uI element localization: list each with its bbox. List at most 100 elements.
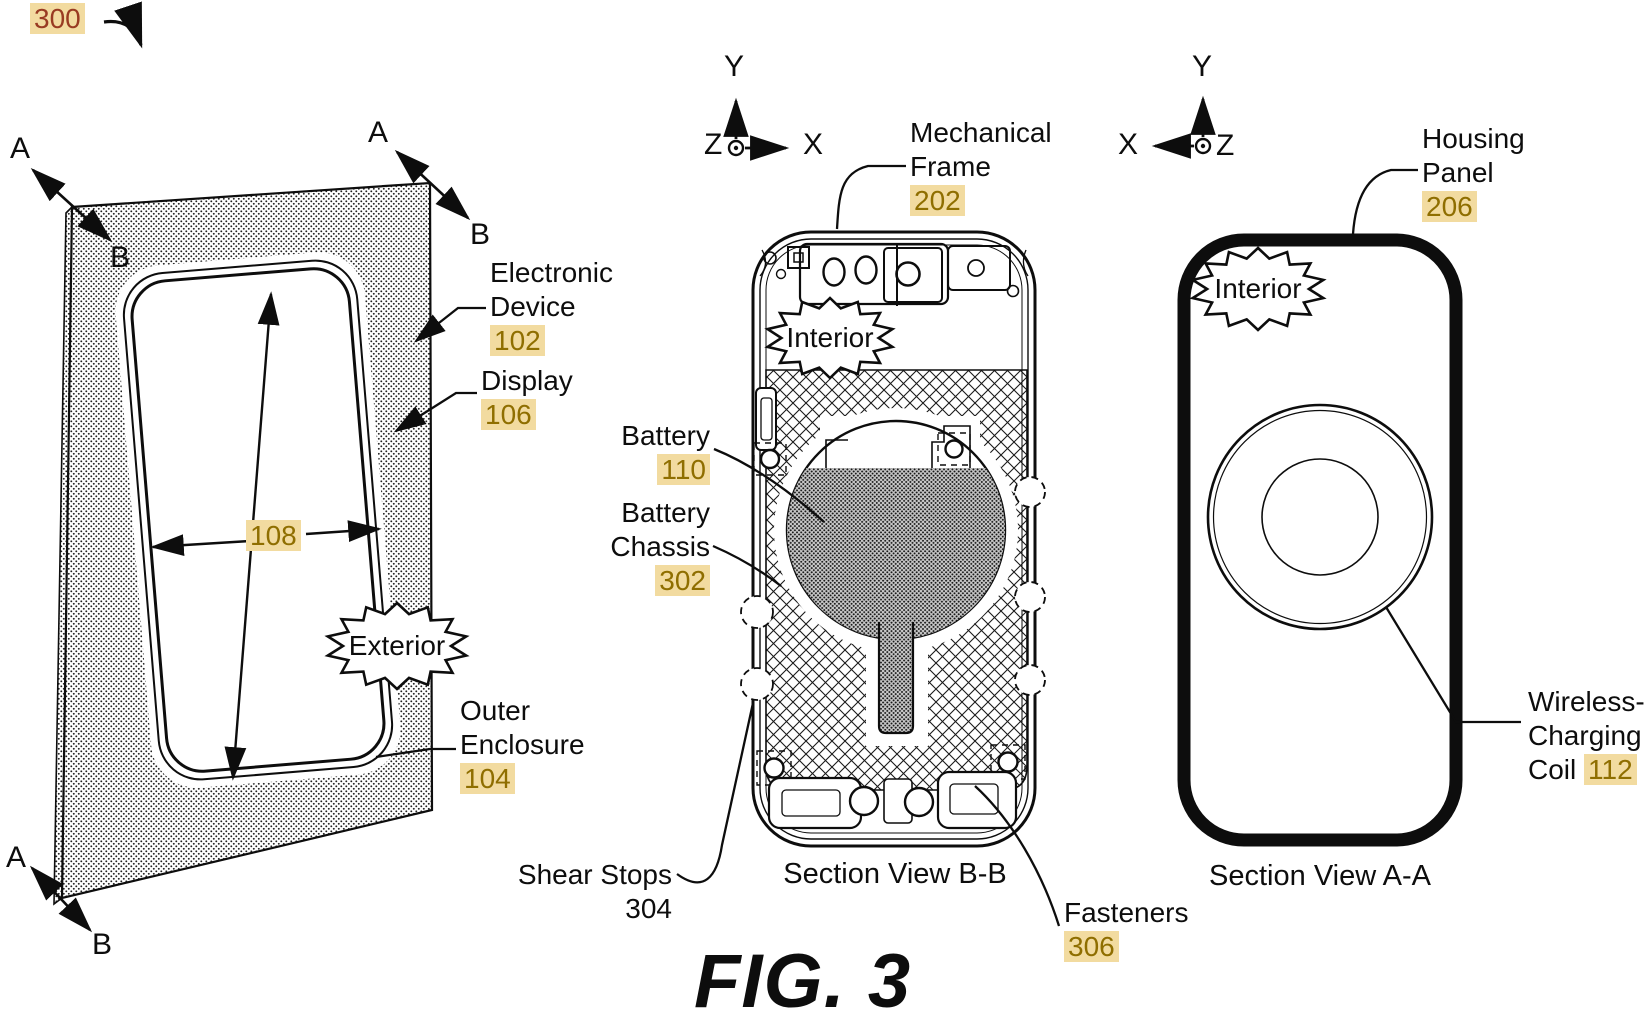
- outer-enclosure-label: Outer Enclosure 104: [460, 694, 585, 796]
- section-view-bb-caption: Section View B-B: [783, 858, 1007, 890]
- axes-right: [1151, 95, 1216, 159]
- battery-leader: [713, 447, 825, 523]
- horizontal-dimension-arrow-right: [305, 520, 382, 542]
- ref-number: 206: [1422, 191, 1477, 222]
- top-right-bracket: [947, 245, 1011, 291]
- mechanical-frame-label: Mechanical Frame 202: [910, 116, 1052, 218]
- interior-starburst-middle: [764, 296, 896, 380]
- label-line: Battery: [621, 420, 710, 451]
- flash-cutout-inner: [793, 252, 804, 263]
- figure-title: FIG. 3: [694, 939, 912, 1024]
- battery-circle: [786, 468, 1006, 640]
- z-axis-out-of-page: [727, 139, 745, 157]
- label-line: Housing: [1422, 123, 1525, 154]
- coil-leader: [1385, 606, 1521, 724]
- side-connector: [755, 387, 777, 451]
- ref-number-plain: 304: [625, 893, 672, 924]
- housing-panel-leader: [1351, 168, 1418, 235]
- electronic-device-label: Electronic Device 102: [490, 256, 613, 358]
- section-line-a-b-top-left: [30, 167, 113, 243]
- battery-chassis-label: Battery Chassis 302: [545, 496, 710, 598]
- interior-bubble-label: Interior: [786, 322, 874, 353]
- z-axis-out-of-page: [1194, 137, 1212, 155]
- wireless-charging-coil-label: Wireless- Charging Coil 112: [1528, 685, 1645, 787]
- middle-view-section-bb: [676, 164, 1061, 927]
- camera-lens-cutout: [854, 255, 878, 285]
- label-line: Shear Stops: [517, 859, 672, 890]
- bottom-fastener-boss: [848, 785, 880, 817]
- fasteners-leader: [974, 785, 1061, 927]
- z-axis-label: Z: [704, 128, 723, 161]
- sensor-cutout: [895, 261, 921, 287]
- label-line: Display: [481, 365, 573, 396]
- battery-chassis-leader: [712, 544, 782, 587]
- section-line-a-b-bottom-left: [29, 865, 93, 933]
- x-axis-label: X: [1118, 128, 1139, 161]
- section-line-a-b-top-right: [394, 149, 471, 221]
- ref-number: 110: [657, 454, 710, 485]
- interior-bubble-label: Interior: [1214, 273, 1302, 304]
- corner-screw: [775, 268, 787, 280]
- label-line: Device: [490, 291, 576, 322]
- exterior-starburst: [324, 601, 470, 691]
- coil-inner-circle: [1261, 458, 1379, 576]
- corner-detail: [1022, 249, 1029, 277]
- label-line: Frame: [910, 151, 991, 182]
- label-line: Enclosure: [460, 729, 585, 760]
- label-line: Wireless-: [1528, 686, 1645, 717]
- ref-number: 106: [481, 399, 536, 430]
- display-leader: [393, 391, 477, 433]
- ref-number: 302: [655, 565, 710, 596]
- label-line: Outer: [460, 695, 531, 726]
- fasteners-label: Fasteners 306: [1064, 896, 1189, 964]
- label-line: Fasteners: [1064, 897, 1189, 928]
- bottom-right-module-inner: [949, 783, 999, 815]
- mechanical-frame-leader: [835, 164, 906, 230]
- ref-number: 102: [490, 325, 545, 356]
- z-axis-dot: [1200, 143, 1206, 149]
- label-line: Panel: [1422, 157, 1494, 188]
- shear-stops-label: Shear Stops 304: [480, 858, 672, 926]
- electronic-device-leader: [413, 306, 486, 343]
- figure-ref-arrow: [103, 1, 143, 49]
- display-label: Display 106: [481, 364, 573, 432]
- y-axis-label: Y: [724, 50, 745, 83]
- housing-panel-outline: [1177, 233, 1463, 847]
- ref-number: 108: [246, 520, 301, 551]
- mechanical-frame-outline: [751, 230, 1037, 848]
- dimension-108-label: 108: [246, 519, 301, 553]
- axes-middle: [723, 97, 790, 161]
- section-view-aa-caption: Section View A-A: [1209, 860, 1431, 892]
- corner-screw: [763, 251, 777, 265]
- ref-number: 112: [1584, 754, 1637, 785]
- corner-detail: [759, 249, 767, 277]
- x-axis-label: X: [803, 128, 824, 161]
- section-marker-a: A: [10, 132, 31, 165]
- z-axis-dot: [733, 145, 739, 151]
- flash-cutout: [787, 246, 810, 269]
- battery-tail: [877, 622, 915, 735]
- section-marker-b: B: [110, 241, 131, 274]
- section-marker-a: A: [368, 116, 389, 149]
- label-line: Charging: [1528, 720, 1642, 751]
- y-axis-label: Y: [1192, 50, 1213, 83]
- left-view-perspective: [29, 1, 486, 933]
- coil-outer-circle: [1206, 403, 1434, 631]
- outer-enclosure-leader: [375, 747, 456, 759]
- frame-inner-wall: [759, 238, 1029, 840]
- bottom-left-module: [767, 776, 863, 830]
- fastener-markers: [753, 432, 1026, 786]
- housing-panel-label: Housing Panel 206: [1422, 122, 1525, 224]
- corner-screw: [1006, 284, 1020, 298]
- camera-lens-cutout: [822, 257, 846, 287]
- label-line: Battery: [621, 497, 710, 528]
- figure-ref-number: 300: [30, 3, 85, 34]
- label-line: Coil: [1528, 754, 1577, 785]
- label-line: Mechanical: [910, 117, 1052, 148]
- top-right-cutout: [967, 259, 985, 277]
- ref-number: 104: [460, 763, 515, 794]
- interior-starburst-right: [1189, 246, 1327, 332]
- sensor-bracket: [883, 247, 943, 303]
- horizontal-dimension-arrow-left: [150, 534, 251, 556]
